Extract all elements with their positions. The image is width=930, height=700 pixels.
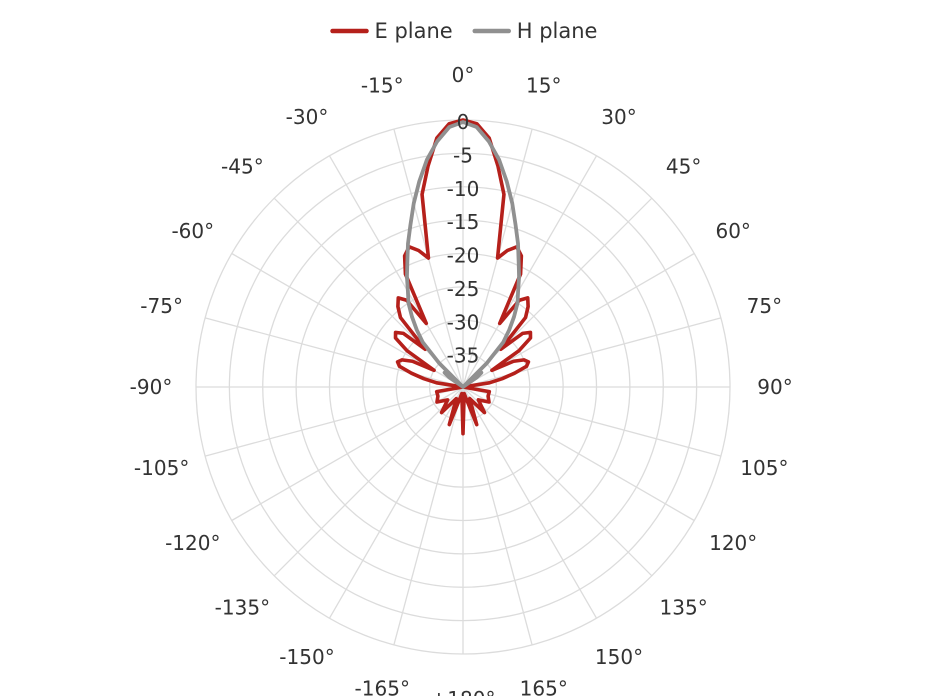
- series-line-h-plane: [405, 120, 521, 389]
- legend-label: E plane: [375, 19, 453, 43]
- angular-tick-labels: 0° 15° 30° 45° 60° 75° 90° 105° 120° 135° 150° 165°…: [130, 63, 793, 700]
- series-layer: [393, 118, 533, 436]
- grid-spoke: [462, 155, 598, 388]
- grid-spoke: [462, 386, 598, 619]
- grid-spoke: [462, 386, 695, 522]
- grid-spoke: [273, 386, 464, 577]
- angle-tick-label: 120°: [709, 531, 757, 555]
- angle-tick-label: 135°: [660, 596, 708, 620]
- radial-tick-label: -25: [447, 277, 480, 301]
- angle-tick-label: 45°: [666, 154, 701, 178]
- angle-tick-label: -45°: [221, 154, 264, 178]
- grid-spoke: [328, 386, 464, 619]
- grid-spoke: [462, 317, 722, 388]
- angle-tick-label: -135°: [215, 596, 270, 620]
- angle-tick-label: 105°: [740, 456, 788, 480]
- legend: E plane H plane: [330, 19, 598, 43]
- angle-tick-label: 75°: [747, 294, 782, 318]
- radial-tick-label: 0: [457, 110, 470, 134]
- grid-spoke: [328, 155, 464, 388]
- angle-tick-label: -75°: [140, 294, 183, 318]
- grid-spoke: [462, 386, 653, 577]
- angle-tick-label: 90°: [757, 375, 792, 399]
- radial-tick-label: -15: [447, 210, 480, 234]
- angle-tick-label: -90°: [130, 375, 173, 399]
- angle-tick-label: -30°: [286, 105, 329, 129]
- angle-tick-label: -60°: [171, 219, 214, 243]
- radial-tick-label: -35: [447, 344, 480, 368]
- angle-tick-label: -105°: [134, 456, 189, 480]
- legend-label: H plane: [517, 19, 598, 43]
- radial-tick-label: -5: [453, 143, 473, 167]
- angle-tick-label: -150°: [279, 645, 334, 669]
- radial-tick-label: -20: [447, 244, 480, 268]
- angle-tick-label: -165°: [355, 676, 410, 696]
- grid-spoke: [204, 317, 464, 388]
- angle-tick-label: 165°: [520, 676, 568, 696]
- grid-spoke: [231, 386, 464, 522]
- angle-tick-label: 15°: [526, 74, 561, 98]
- angle-tick-label: -15°: [361, 74, 404, 98]
- grid-spoke: [393, 386, 464, 646]
- radial-tick-label: -30: [447, 310, 480, 334]
- grid-spoke: [462, 386, 722, 457]
- series-line-e-plane: [393, 118, 533, 436]
- grid-spoke: [462, 386, 533, 646]
- angle-tick-label: 150°: [595, 645, 643, 669]
- angle-tick-label: 30°: [601, 105, 636, 129]
- grid-spoke: [204, 386, 464, 457]
- angle-tick-label: 60°: [715, 219, 750, 243]
- angle-tick-label: -120°: [165, 531, 220, 555]
- radial-tick-labels: 0 -5 -10 -15 -20 -25 -30 -35: [447, 110, 480, 368]
- radial-tick-label: -10: [447, 177, 480, 201]
- angle-tick-label: 0°: [452, 63, 475, 87]
- angle-tick-label: ±180°: [431, 687, 496, 696]
